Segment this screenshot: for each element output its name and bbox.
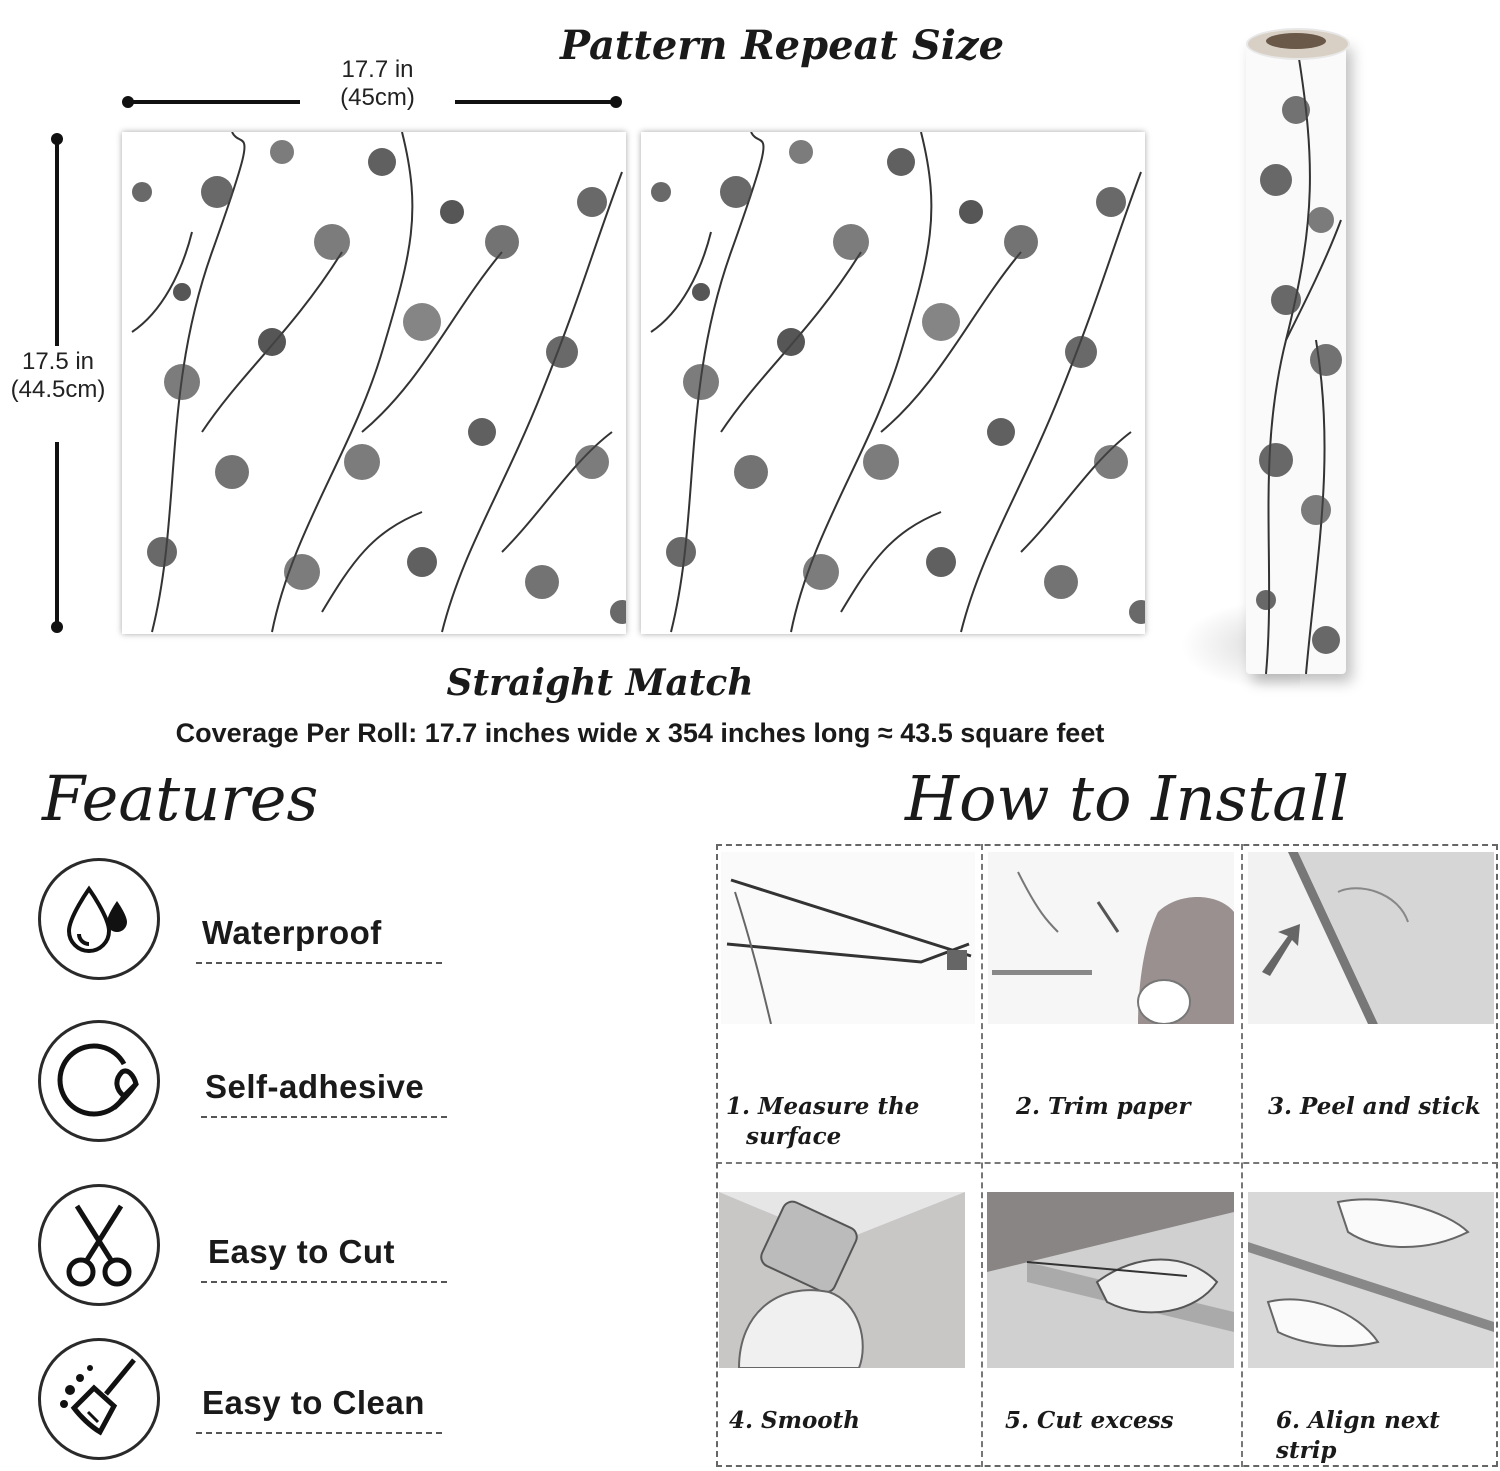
feature-label-waterproof: Waterproof — [202, 914, 382, 951]
width-in-label: 17.7 in — [341, 56, 414, 83]
floral-pattern-image — [131, 132, 626, 633]
step-5-illustration — [987, 1192, 1234, 1368]
cut-excess-icon — [987, 1212, 1234, 1368]
grid-divider — [981, 844, 983, 1467]
waterproof-badge — [38, 858, 160, 980]
step-1-label: 1. Measure the surface — [726, 1092, 976, 1152]
step-5-label: 5. Cut excess — [1005, 1407, 1174, 1434]
width-cm-label: (45cm) — [340, 84, 415, 111]
step-4-illustration — [719, 1192, 965, 1368]
pattern-panel-right — [641, 132, 1145, 634]
peel-stick-icon — [1262, 852, 1494, 1024]
height-cm-label: (44.5cm) — [10, 376, 106, 403]
width-arrow-right — [455, 100, 615, 104]
step-2-illustration — [988, 852, 1234, 1024]
features-heading: Features — [42, 762, 319, 835]
floral-pattern-image — [650, 132, 1145, 633]
smoothing-tool-icon — [719, 1192, 965, 1368]
step-1-illustration — [721, 852, 975, 1024]
peel-sticker-icon — [57, 1043, 139, 1117]
step-2-label: 2. Trim paper — [1016, 1093, 1191, 1120]
match-type-label: Straight Match — [446, 662, 754, 704]
self-adhesive-badge — [38, 1020, 160, 1142]
install-steps-grid — [716, 844, 1498, 1467]
align-strip-icon — [1248, 1198, 1494, 1348]
scissors-icon — [66, 1204, 132, 1287]
feature-divider — [196, 962, 442, 964]
height-dimension: 17.5 in (44.5cm) — [0, 348, 116, 404]
feature-divider — [201, 1116, 447, 1118]
feature-divider — [201, 1281, 447, 1283]
page-title: Pattern Repeat Size — [560, 22, 1005, 69]
feature-label-self-adhesive: Self-adhesive — [205, 1068, 425, 1105]
step-3-label: 3. Peel and stick — [1268, 1093, 1481, 1120]
feature-label-easy-to-cut: Easy to Cut — [208, 1233, 396, 1270]
step-1-line-1: 1. Measure the — [726, 1093, 920, 1120]
broom-icon — [60, 1358, 136, 1436]
height-in-label: 17.5 in — [21, 348, 95, 375]
easy-clean-badge — [38, 1338, 160, 1460]
trim-paper-icon — [992, 871, 1234, 1024]
roll-core — [1266, 33, 1326, 49]
wallpaper-roll-image — [1246, 40, 1346, 674]
step-6-illustration — [1248, 1192, 1494, 1368]
water-drops-icon — [66, 885, 127, 953]
height-arrow-end — [51, 621, 63, 633]
grid-divider — [716, 1162, 1498, 1164]
easy-cut-badge — [38, 1184, 160, 1306]
coverage-text: Coverage Per Roll: 17.7 inches wide x 35… — [175, 718, 1105, 748]
step-4-label: 4. Smooth — [729, 1407, 860, 1434]
height-arrow-bottom — [55, 442, 59, 626]
step-6-label: 6. Align next strip — [1276, 1407, 1440, 1464]
measure-tape-icon — [726, 878, 972, 1024]
width-arrow-left — [126, 100, 300, 104]
roll-pattern-image — [1256, 40, 1342, 674]
feature-divider — [196, 1432, 442, 1434]
width-dimension: 17.7 in (45cm) — [300, 56, 455, 112]
height-arrow-top — [55, 138, 59, 346]
width-arrow-end — [610, 96, 622, 108]
pattern-panel-left — [122, 132, 626, 634]
grid-divider — [1241, 844, 1243, 1467]
step-3-illustration — [1248, 852, 1494, 1024]
step-1-line-2: surface — [746, 1123, 842, 1150]
install-heading: How to Install — [905, 762, 1349, 835]
feature-label-easy-to-clean: Easy to Clean — [202, 1384, 425, 1421]
